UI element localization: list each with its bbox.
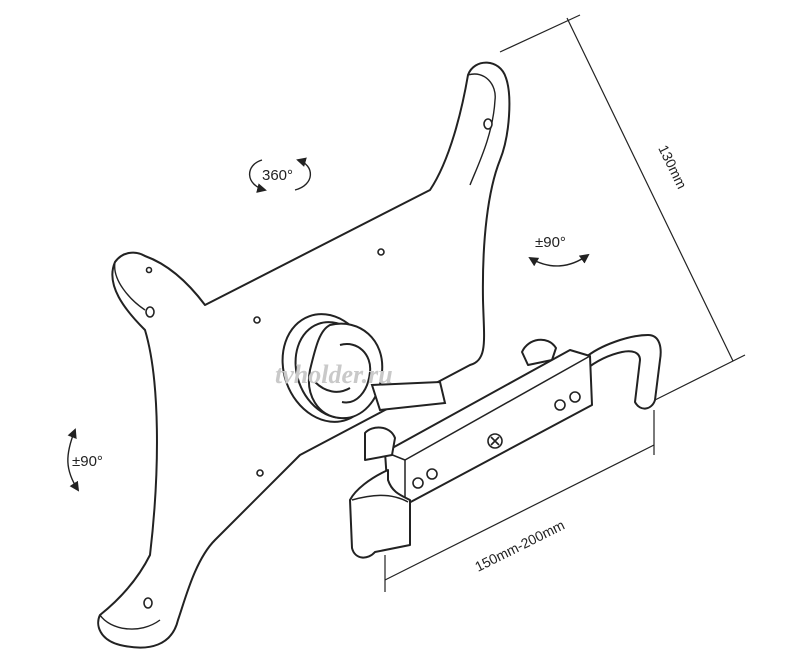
- tilt-left-indicator: [67, 428, 80, 492]
- mounting-holes: [143, 118, 493, 609]
- dimension-width: [384, 410, 655, 592]
- tilt-left-label: ±90°: [72, 453, 103, 470]
- dimension-130mm: [499, 14, 746, 401]
- rotation-hub: [281, 313, 384, 423]
- rotation-360-indicator: [248, 157, 312, 193]
- tilt-right-label: ±90°: [535, 234, 566, 251]
- dimension-130mm-label: 130mm: [655, 142, 690, 191]
- clamp-hook-left: [349, 426, 411, 559]
- tilt-right-indicator: [528, 253, 590, 267]
- clamp-hook-right: [521, 334, 662, 410]
- swing-arm: [370, 380, 447, 412]
- bar-screws: [412, 391, 581, 489]
- rotation-360-label: 360°: [262, 167, 293, 184]
- dimension-width-label: 150mm-200mm: [472, 517, 567, 575]
- watermark: tvholder.ru: [275, 360, 393, 389]
